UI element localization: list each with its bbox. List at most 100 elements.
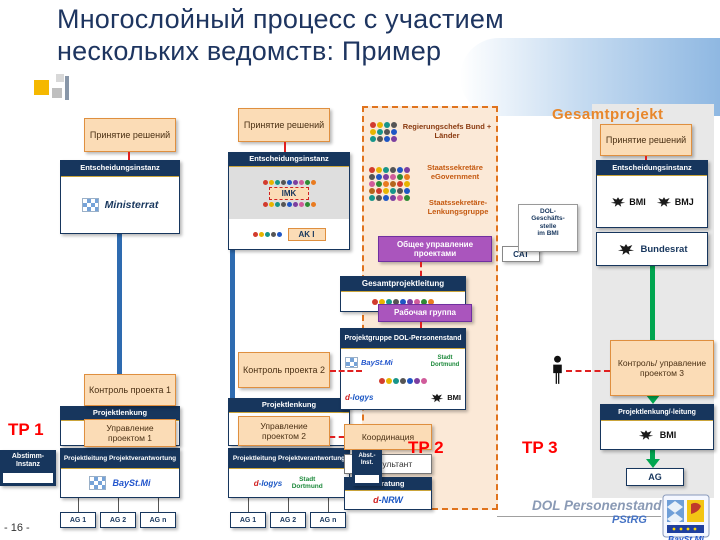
- abstimm-body-col2: [355, 475, 379, 483]
- management2-text: Управление проектом 2: [260, 420, 308, 441]
- member-dots-grid: [366, 164, 412, 204]
- member-dot: [376, 136, 383, 142]
- title-line-2: нескольких ведомств: Пример: [57, 35, 442, 66]
- gesamtprojektleitung-header: Gesamtprojektleitung: [341, 277, 465, 292]
- member-dot: [428, 298, 434, 305]
- staatssekretaere-lenkung-label: Staatssekretäre-Lenkungsgruppe: [427, 198, 489, 216]
- decision-label-col2: Принятие решений: [238, 108, 330, 142]
- member-dot: [396, 167, 403, 173]
- member-dot: [382, 174, 389, 180]
- member-dot: [262, 179, 268, 185]
- member-dots-grid: [368, 120, 398, 144]
- member-dot: [382, 167, 389, 173]
- member-dot: [274, 201, 280, 207]
- dortmund-logo-center: Stadt Dortmund: [430, 355, 460, 369]
- eagle-icon: [611, 196, 626, 207]
- member-dot: [403, 188, 410, 194]
- deco-bar: [65, 76, 69, 100]
- ag-label-right: AG: [648, 472, 662, 482]
- entscheidung-header-right: Entscheidungsinstanz: [597, 161, 707, 176]
- dlogys-logo-center: d-logys: [345, 393, 374, 403]
- entscheidung-box-right: Entscheidungsinstanz BMI BMJ: [596, 160, 708, 228]
- ag-line: [158, 498, 159, 512]
- member-dot: [286, 201, 292, 207]
- member-dot: [390, 122, 397, 128]
- decision-label-col2-text: Принятие решений: [243, 119, 325, 130]
- bundesrat-label: Bundesrat: [640, 243, 688, 255]
- member-dot: [383, 136, 390, 142]
- abstimm-box-col2: Abst.-Inst.: [352, 450, 382, 486]
- baystmi-logo-center: BaySt.Mi: [361, 357, 393, 367]
- member-dot: [375, 174, 382, 180]
- member-dot: [386, 298, 392, 305]
- member-dot: [368, 195, 375, 201]
- member-dot: [403, 195, 410, 201]
- member-dot: [310, 179, 316, 185]
- ag-box-right: AG: [626, 468, 684, 486]
- projektlenkung-header-right: Projektlenkung/-leitung: [601, 405, 713, 421]
- dol-office-box: DOL- Geschäfts- stelle im BMI: [518, 204, 578, 252]
- red-dash-col2: [284, 142, 286, 152]
- member-dot: [276, 231, 282, 237]
- tp1-label: TP 1: [8, 420, 44, 439]
- ak1-box: AK I: [287, 227, 326, 241]
- projektlenkung-box-right: Projektlenkung/-leitung BMI: [600, 404, 714, 450]
- member-dot: [264, 231, 270, 237]
- member-dots-row: [262, 179, 316, 185]
- member-dot: [403, 174, 410, 180]
- deco-square-light: [56, 74, 64, 82]
- member-dot: [375, 167, 382, 173]
- dnrw-logo: d-NRW: [373, 495, 403, 505]
- member-dots-row: [345, 377, 461, 384]
- member-dot: [403, 167, 410, 173]
- projektleitung-header-col1: Projektleitung Projektverantwortung: [61, 449, 179, 469]
- green-connector-right: [650, 266, 655, 396]
- member-dot: [292, 179, 298, 185]
- member-dot: [383, 129, 390, 135]
- ag2-label-col1: AG 2: [109, 516, 127, 524]
- regierungschefs-label: Regierungschefs Bund + Länder: [402, 122, 492, 140]
- red-dash-workgroup: [420, 322, 422, 328]
- bmj-label: BMJ: [674, 196, 694, 207]
- green-arrowhead-2: [646, 459, 660, 468]
- tp3-label: TP 3: [522, 438, 558, 457]
- ag-line: [248, 498, 249, 512]
- member-dot: [396, 188, 403, 194]
- crest-logo: [662, 494, 710, 538]
- management2-label: Управление проектом 2: [238, 416, 330, 446]
- member-dot: [375, 181, 382, 187]
- ag-line: [78, 498, 79, 512]
- red-dash-kontrolle2-center: [330, 370, 362, 372]
- member-dot: [298, 201, 304, 207]
- eagle-icon: [638, 430, 653, 440]
- projektlenkung-header-col2: Projektlenkung: [229, 399, 349, 413]
- footer-law-abbrev: PStRG: [612, 514, 647, 526]
- member-dot: [310, 201, 316, 207]
- dlogys-logo-col2: d-logys: [253, 478, 283, 488]
- dol-office-line3: stelle: [539, 222, 557, 230]
- member-dot: [421, 377, 427, 384]
- page-number: - 16 -: [4, 522, 30, 534]
- member-dot: [292, 201, 298, 207]
- dol-office-line4: im BMI: [537, 230, 559, 238]
- bundesrat-box: Bundesrat: [596, 232, 708, 266]
- bavaria-crest-icon: [345, 356, 358, 368]
- member-dot: [396, 195, 403, 201]
- member-dot: [280, 201, 286, 207]
- member-dot: [393, 298, 399, 305]
- member-dot: [414, 298, 420, 305]
- ag-line: [288, 498, 289, 512]
- ag-box: AG 1: [230, 512, 266, 528]
- imk-box: IMK: [268, 186, 310, 200]
- bavaria-crest-icon: [81, 198, 99, 212]
- workgroup-text: Рабочая группа: [394, 308, 456, 318]
- member-dot: [372, 298, 378, 305]
- workgroup-box: Рабочая группа: [378, 304, 472, 322]
- member-dot: [274, 179, 280, 185]
- eagle-icon: [656, 196, 671, 207]
- member-dot: [400, 298, 406, 305]
- koordination-text: Координация: [361, 431, 415, 442]
- member-dot: [368, 167, 375, 173]
- eagle-icon: [430, 393, 444, 402]
